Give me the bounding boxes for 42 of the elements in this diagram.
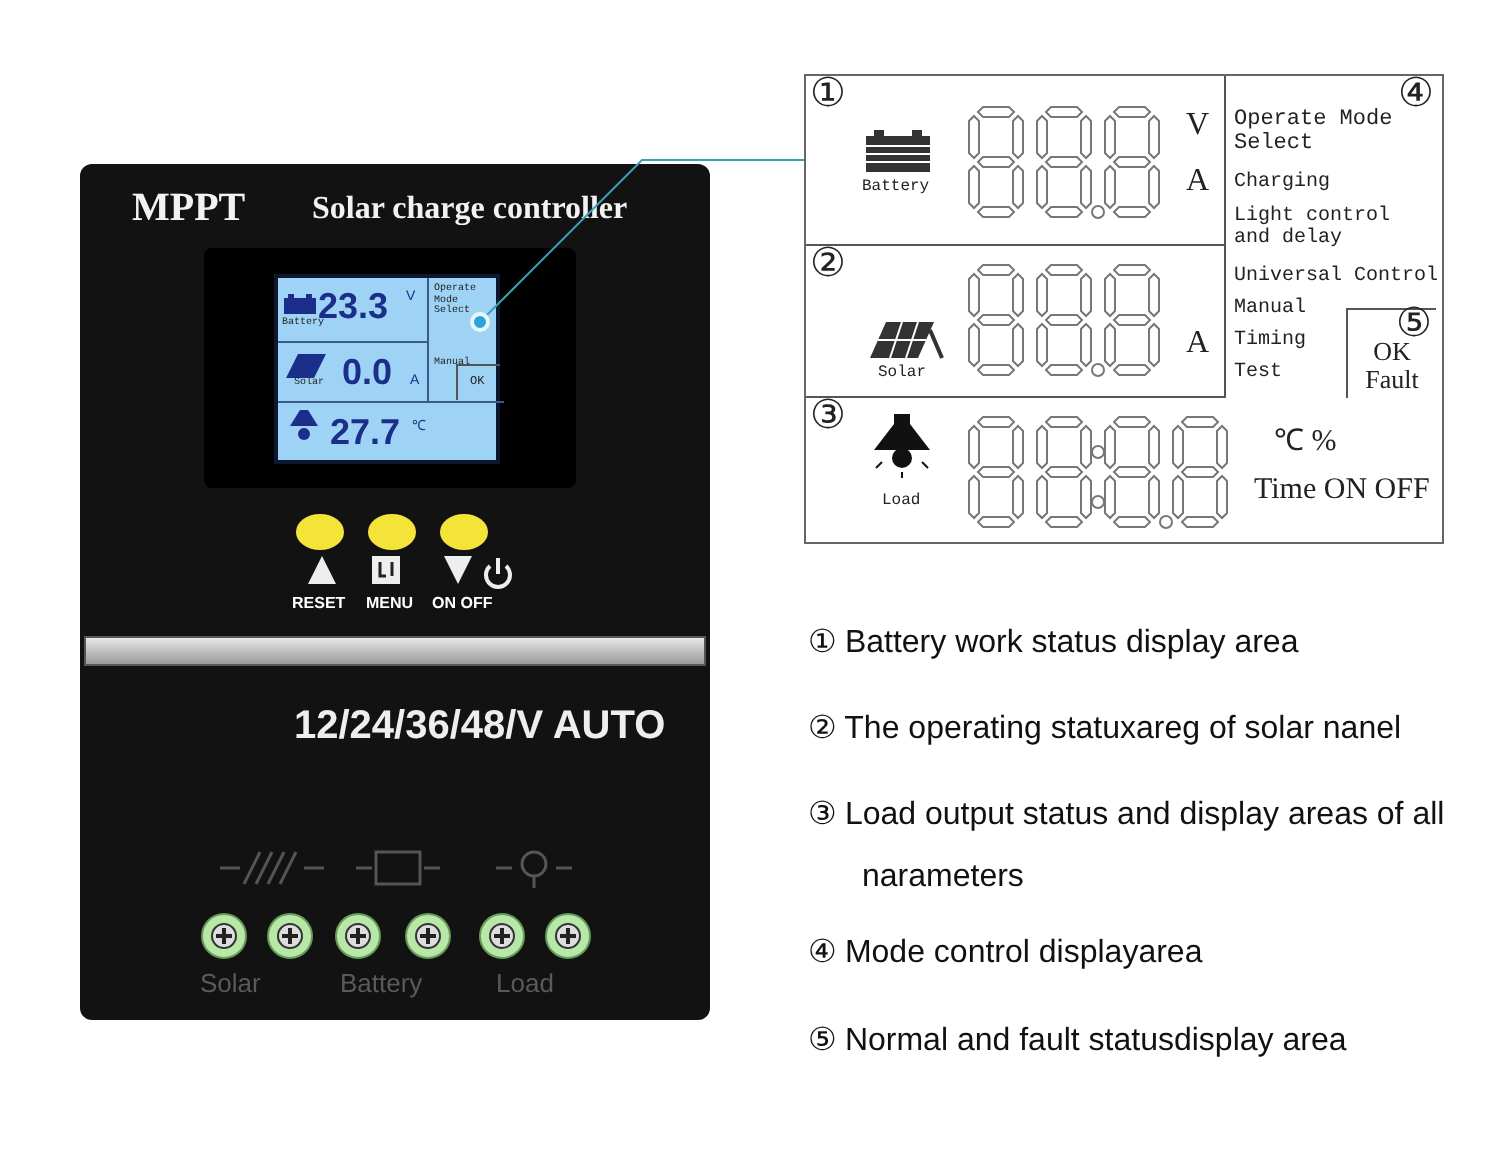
mode-text: Manual	[1234, 298, 1307, 320]
screen-reading: 0.0	[342, 354, 393, 394]
legend-item: ⑤ Normal and fault statusdisplay area	[808, 1022, 1349, 1062]
circled-number: ②	[810, 242, 846, 286]
controller-body	[80, 164, 710, 1020]
voltage-label: 12/24/36/48/V AUTO	[294, 704, 666, 748]
mode-text: Timing	[1234, 330, 1307, 352]
button-label: ON OFF	[432, 596, 493, 614]
status-box	[456, 364, 500, 400]
display-diagram-panel	[804, 74, 1444, 544]
unit-label: A	[1186, 164, 1210, 200]
button-label: RESET	[292, 596, 346, 614]
battery-display-area	[806, 76, 1226, 246]
indicator-dot	[470, 312, 490, 332]
mode-text: Charging	[1234, 172, 1331, 194]
unit-label: ℃ %	[1274, 426, 1337, 459]
mode-text: Light control and delay	[1234, 206, 1393, 250]
mode-text: Test	[1234, 362, 1283, 384]
circled-number: ③	[810, 394, 846, 438]
circled-number: ④	[1398, 72, 1434, 116]
icon-caption: Battery	[862, 180, 930, 198]
legend-item: ② The operating statuxareg of solar nanel	[808, 710, 1404, 750]
model-title: MPPT	[132, 186, 246, 230]
solar-display-area	[806, 246, 1226, 398]
status-display-area	[1346, 308, 1436, 398]
screen-reading: 27.7	[330, 414, 401, 454]
button-label: MENU	[366, 596, 414, 614]
unit-label: V	[1186, 108, 1210, 144]
mode-text: Operate Mode Select	[1234, 108, 1395, 157]
icon-caption: Load	[882, 494, 921, 512]
legend-item: ③ Load output status and display areas of all narameters	[808, 796, 1447, 898]
mode-text: Universal Control	[1234, 266, 1439, 288]
leader-line	[486, 159, 805, 316]
legend-item: ① Battery work status display area	[808, 624, 1301, 664]
terminal-label: Battery	[340, 970, 423, 999]
terminal-label: Load	[496, 970, 554, 999]
terminal-label: Solar	[200, 970, 261, 999]
icon-caption: Solar	[878, 366, 927, 384]
unit-label: Time ON OFF	[1254, 474, 1430, 507]
circled-number: ①	[810, 72, 846, 116]
unit-label: A	[1186, 326, 1210, 362]
legend-item: ④ Mode control displayarea	[808, 934, 1205, 974]
